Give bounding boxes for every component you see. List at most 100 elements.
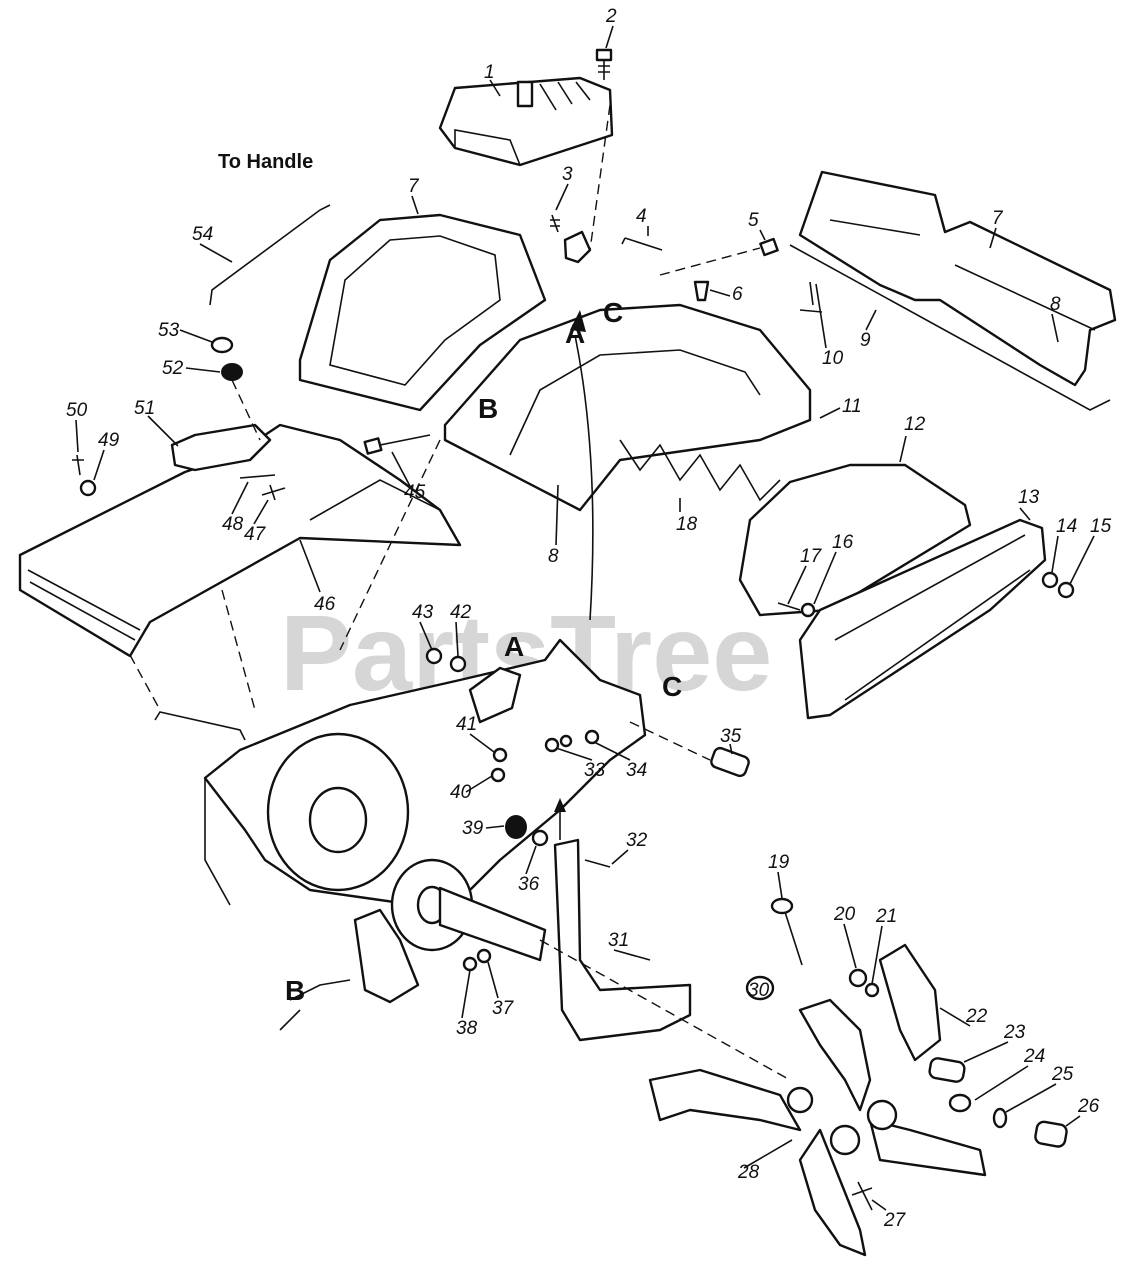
callout-40: 40 [450, 782, 472, 803]
tine-shield-part [619, 439, 781, 502]
callout-38: 38 [456, 1018, 478, 1039]
depth-bar-plate-part [798, 518, 1047, 720]
callout-22: 22 [965, 1006, 988, 1027]
assembly-arrow [129, 104, 791, 1081]
callout-43: 43 [412, 602, 434, 623]
nut-33-part [544, 737, 560, 753]
callout-18: 18 [676, 514, 698, 535]
bolt-part [595, 48, 613, 80]
ref-letter-a-top: A [565, 318, 585, 349]
bolt-5-part [659, 237, 779, 276]
callout-41: 41 [456, 714, 477, 735]
callout-20: 20 [833, 904, 856, 925]
callout-12: 12 [904, 414, 926, 435]
bolt-17-part [777, 602, 801, 611]
callout-49: 49 [98, 430, 120, 451]
callout-13: 13 [1018, 487, 1040, 508]
pin-19-part [770, 897, 803, 966]
callout-10: 10 [822, 348, 844, 369]
bolt-45-part [363, 434, 431, 455]
callout-5: 5 [748, 210, 759, 231]
callout-25: 25 [1051, 1064, 1074, 1085]
callout-6: 6 [732, 284, 743, 305]
ref-letter-b-top: B [478, 393, 498, 424]
pin-27-part [851, 1181, 873, 1211]
washer-25-part [992, 1107, 1008, 1129]
nut-41-part [492, 747, 508, 763]
washer-24-part [948, 1093, 972, 1113]
callout-39: 39 [462, 818, 484, 839]
fender-left-part [298, 213, 547, 412]
callout-35: 35 [720, 726, 742, 747]
bolt-26-part [1034, 1120, 1068, 1148]
callout-37: 37 [492, 998, 515, 1019]
spring-52-part [221, 363, 243, 381]
hub-bracket-part [279, 908, 420, 1031]
callout-11: 11 [842, 396, 862, 417]
part-number-callouts: 1 2 3 4 5 6 7 7 8 8 9 10 11 12 13 14 15 … [66, 6, 1112, 1231]
drag-bar-part [553, 838, 692, 1042]
bolt-50-part [72, 454, 84, 476]
washer-38-part [462, 956, 478, 972]
callout-33: 33 [584, 760, 606, 781]
callout-50: 50 [66, 400, 88, 421]
callout-14: 14 [1056, 516, 1077, 537]
callout-8-right: 8 [1050, 294, 1061, 315]
nut-42-part [449, 655, 467, 673]
nut-6-part [693, 280, 710, 302]
nut-37-part [476, 948, 492, 964]
callout-4: 4 [636, 206, 647, 227]
washer-36-part [531, 829, 549, 847]
bolt-32-part [584, 859, 611, 868]
leader-lines [75, 25, 1095, 1211]
callout-17: 17 [800, 546, 823, 567]
washer-53-part [210, 336, 234, 354]
callout-46: 46 [314, 594, 336, 615]
pin-47-part [261, 484, 286, 501]
ref-letter-b-bottom: B [285, 975, 305, 1006]
callout-42: 42 [450, 602, 472, 623]
callout-52: 52 [162, 358, 184, 379]
rod-54-part [209, 204, 331, 441]
ref-letter-a-bottom: A [504, 631, 524, 662]
callout-7-left: 7 [408, 176, 420, 197]
washer-49-part [79, 479, 97, 497]
callout-1: 1 [484, 62, 495, 83]
callout-31: 31 [608, 930, 629, 951]
pin-10-part [799, 281, 823, 313]
nut-16-part [800, 602, 816, 618]
bolt-23-part [928, 1057, 966, 1083]
callout-48: 48 [222, 514, 244, 535]
nut-39-part [505, 815, 527, 839]
fender-center-part [443, 303, 812, 512]
tine-assembly-part [648, 943, 987, 1257]
callout-3: 3 [562, 164, 573, 185]
callout-45: 45 [404, 482, 426, 503]
nut-43-part [425, 647, 443, 665]
ref-letter-c-bottom: C [662, 671, 682, 702]
callout-36: 36 [518, 874, 540, 895]
callout-8-left: 8 [548, 546, 559, 567]
callout-27: 27 [883, 1210, 907, 1231]
washer-34-part [559, 729, 600, 748]
bolt-4-part [621, 237, 663, 251]
axle-bearing-part [390, 858, 547, 962]
callout-19: 19 [768, 852, 790, 873]
hinge-bracket-part [550, 214, 592, 264]
nut-15-part [1057, 581, 1075, 599]
side-shield-part [738, 463, 972, 617]
callout-21: 21 [875, 906, 897, 927]
callout-24: 24 [1023, 1046, 1045, 1067]
callout-51: 51 [134, 398, 155, 419]
callout-9: 9 [860, 330, 871, 351]
callout-53: 53 [158, 320, 180, 341]
callout-16: 16 [832, 532, 854, 553]
callout-26: 26 [1077, 1096, 1100, 1117]
reference-letters: A B C A C B [285, 297, 682, 1006]
callout-30: 30 [748, 980, 770, 1001]
washer-14-part [1041, 571, 1059, 589]
fender-right-part [789, 170, 1117, 411]
callout-15: 15 [1090, 516, 1112, 537]
callout-2: 2 [605, 6, 617, 27]
